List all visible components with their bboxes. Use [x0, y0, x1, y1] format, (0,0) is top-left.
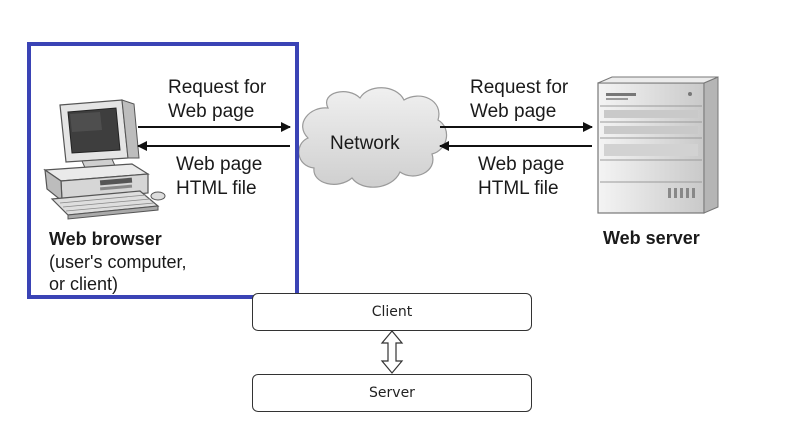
server-box-label: Server: [369, 385, 415, 401]
browser-subtitle-line2: or client): [49, 274, 119, 294]
network-label: Network: [330, 133, 400, 154]
server-box: Server: [252, 374, 532, 412]
server-icon: [597, 76, 719, 214]
left-request-line1: Request for: [168, 77, 267, 98]
right-response-line2: HTML file: [478, 178, 559, 199]
server-title: Web server: [603, 228, 700, 248]
browser-title: Web browser: [49, 229, 162, 249]
browser-subtitle-line1: (user's computer,: [49, 252, 187, 272]
double-arrow-icon: [380, 330, 404, 374]
right-request-line1: Request for: [470, 77, 569, 98]
client-box-label: Client: [371, 304, 413, 320]
browser-highlight-frame: [27, 42, 299, 299]
left-request-line2: Web page: [168, 101, 255, 122]
computer-icon: [43, 99, 166, 220]
network-cloud-icon: [298, 87, 448, 188]
right-request-line2: Web page: [470, 101, 557, 122]
right-response-line1: Web page: [478, 154, 565, 175]
left-response-line1: Web page: [176, 154, 263, 175]
client-box: Client: [252, 293, 532, 331]
left-response-line2: HTML file: [176, 178, 257, 199]
